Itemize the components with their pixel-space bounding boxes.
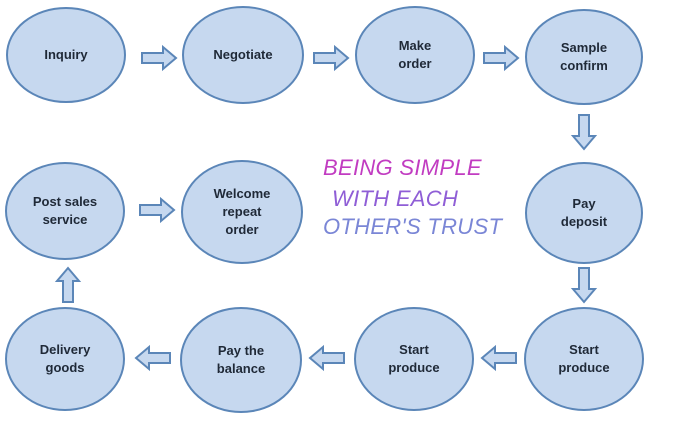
arrow-post-sales-to-welcome [139, 196, 176, 224]
arrow-start-produce-to-balance [308, 344, 345, 372]
node-inquiry: Inquiry [6, 7, 126, 103]
node-delivery-goods: Delivery goods [5, 307, 125, 411]
arrow-balance-to-delivery [134, 344, 171, 372]
node-label: Start produce [558, 342, 610, 375]
arrow-sample-to-pay-deposit [570, 114, 598, 151]
node-label: Negotiate [213, 47, 273, 62]
node-label: Sample confirm [560, 40, 608, 73]
node-welcome-repeat-order: Welcome repeat order [181, 160, 303, 264]
node-label: Pay deposit [560, 196, 608, 229]
node-label: Welcome repeat order [213, 186, 271, 237]
node-label: Delivery goods [39, 342, 91, 375]
slogan-line-2: WITH EACH [332, 186, 459, 211]
arrow-delivery-to-post-sales [54, 266, 82, 303]
node-pay-deposit: Pay deposit [525, 162, 643, 264]
node-label: Inquiry [44, 47, 88, 62]
node-pay-the-balance: Pay the balance [180, 307, 302, 413]
node-start-produce-right: Start produce [524, 307, 644, 411]
arrow-deposit-to-start-produce [570, 267, 598, 304]
node-make-order: Make order [355, 6, 475, 104]
node-label: Post sales service [32, 194, 98, 227]
arrow-inquiry-to-negotiate [141, 44, 178, 72]
node-post-sales-service: Post sales service [5, 162, 125, 260]
slogan-line-1: BEING SIMPLE [323, 155, 482, 180]
node-label: Pay the balance [216, 343, 266, 376]
node-label: Start produce [388, 342, 440, 375]
slogan-line-3: OTHER'S TRUST [323, 214, 503, 239]
node-start-produce-left: Start produce [354, 307, 474, 411]
node-negotiate: Negotiate [182, 6, 304, 104]
arrow-negotiate-to-make-order [313, 44, 350, 72]
node-sample-confirm: Sample confirm [525, 9, 643, 105]
arrow-start-produce-to-start [480, 344, 517, 372]
node-label: Make order [398, 38, 432, 71]
arrow-make-order-to-sample [483, 44, 520, 72]
